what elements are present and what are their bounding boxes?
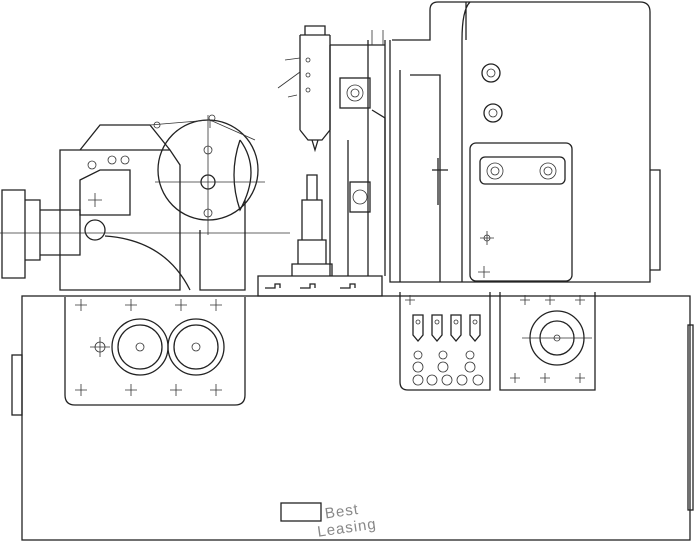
left-panel [75,299,225,396]
watermark: Best Leasing [316,499,377,541]
grinding-head [0,114,290,291]
control-panel [405,295,592,386]
right-column [389,1,661,283]
center-column [277,25,386,276]
work-table [257,174,383,297]
nameplate [280,502,322,522]
